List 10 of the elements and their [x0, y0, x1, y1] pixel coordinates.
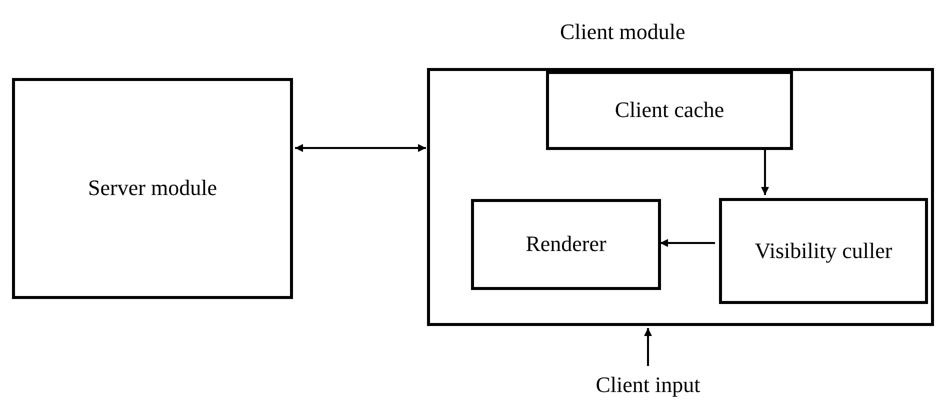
process-box: Client cache — [546, 71, 793, 150]
process-box: Server module — [12, 78, 293, 299]
arrow — [761, 148, 769, 195]
arrow — [295, 144, 426, 152]
process-box: Renderer — [471, 199, 661, 290]
arrow — [644, 328, 652, 366]
arrow — [660, 239, 715, 247]
process-box: Visibility culler — [719, 198, 928, 304]
input-label: Client input — [568, 366, 728, 402]
frame-heading: Client module — [560, 18, 686, 46]
